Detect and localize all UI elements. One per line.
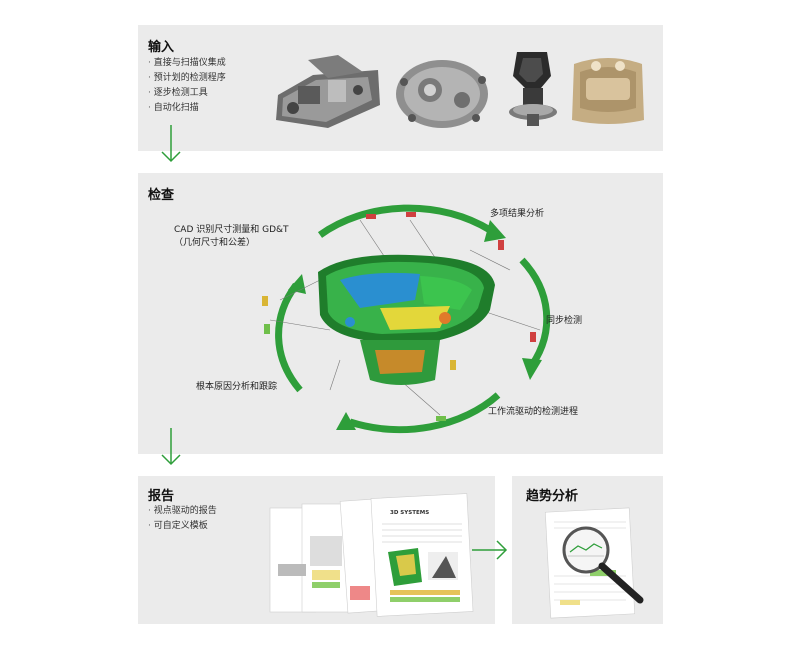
list-item: 视点驱动的报告	[148, 504, 217, 519]
inspection-title: 检查	[148, 188, 175, 203]
list-item: 直接与扫描仪集成	[148, 56, 226, 71]
list-item: 自动化扫描	[148, 101, 226, 116]
list-item: 可自定义模板	[148, 519, 217, 534]
workflow-label: 工作流驱动的检测进程	[488, 407, 579, 417]
bracket-part-icon	[276, 55, 380, 128]
input-title: 输入	[148, 40, 175, 55]
sync-inspection-label: 同步检测	[546, 316, 583, 326]
beige-tray-part-icon	[572, 58, 644, 124]
list-item: 逐步检测工具	[148, 86, 226, 101]
metal-fitting-icon	[509, 52, 557, 126]
cad-gdt-label: CAD 识别尺寸测量和 GD&T （几何尺寸和公差）	[174, 224, 289, 250]
report-brand-text: 3D SYSTEMS	[390, 510, 429, 516]
inspection-cycle-icon	[262, 204, 551, 434]
flow-right-arrow-icon	[472, 540, 508, 560]
root-cause-label: 根本原因分析和跟踪	[196, 382, 278, 392]
report-feature-list: 视点驱动的报告 可自定义模板	[148, 504, 217, 534]
report-pages-icon: 3D SYSTEMS	[269, 493, 474, 617]
multi-result-label: 多项结果分析	[490, 209, 545, 219]
flow-down-arrow-icon	[161, 125, 181, 163]
magnifier-report-icon	[544, 507, 644, 619]
cad-gdt-subtext: （几何尺寸和公差）	[174, 238, 256, 248]
trend-title: 趋势分析	[526, 489, 579, 504]
casting-housing-icon	[396, 60, 488, 128]
cad-gdt-text: CAD 识别尺寸测量和 GD&T	[174, 225, 289, 235]
list-item: 预计划的检测程序	[148, 71, 226, 86]
report-title: 报告	[148, 489, 175, 504]
input-feature-list: 直接与扫描仪集成 预计划的检测程序 逐步检测工具 自动化扫描	[148, 56, 226, 116]
flow-down-arrow-icon	[161, 428, 181, 466]
